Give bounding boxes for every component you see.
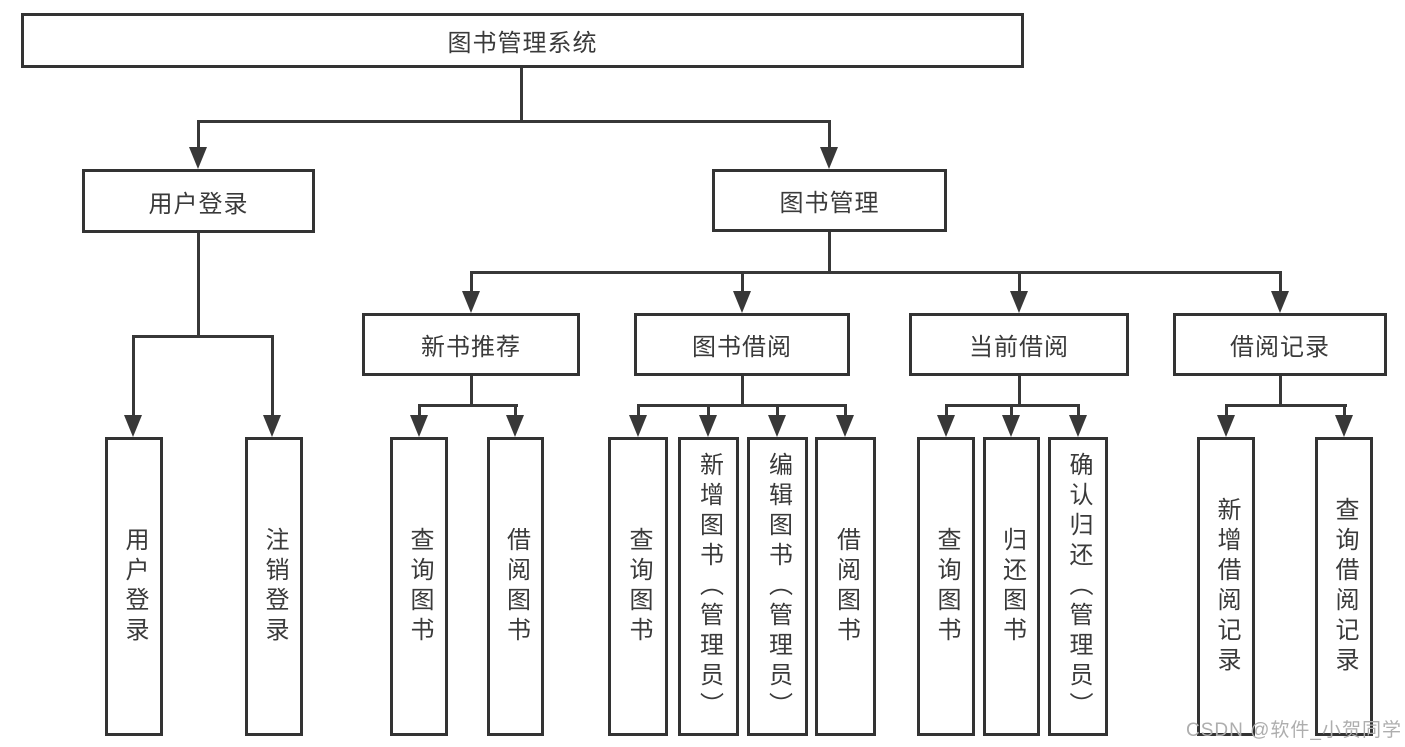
leaf-current-query-books-label: 查询图书 [933,526,960,647]
node-new-book-recommend: 新书推荐 [362,313,580,376]
connector-drop [1018,271,1021,293]
connector-drop [741,271,744,293]
leaf-newbook-query-books: 查询图书 [390,437,448,736]
connector-stem [741,376,744,407]
leaf-borrow-query-books: 查询图书 [608,437,668,736]
arrow-down-icon [836,415,854,437]
connector-userlogin-stem [197,233,200,338]
arrow-down-icon [629,415,647,437]
connector-drop [1343,404,1346,418]
connector-bar [637,404,846,407]
leaf-newbook-borrow-books-label: 借阅图书 [502,526,530,647]
leaf-logout: 注销登录 [245,437,303,736]
arrow-down-icon [506,415,524,437]
arrow-down-icon [189,147,207,169]
arrow-down-icon [1010,291,1028,313]
connector-drop [514,404,517,418]
connector-userlogin-drop [197,120,200,154]
leaf-edit-books-admin-label: 编辑图书（管理员） [764,451,792,722]
leaf-query-borrow-record-label: 查询借阅记录 [1331,496,1358,677]
arrow-down-icon [410,415,428,437]
connector-drop [707,404,710,418]
connector-userlogin-bar [132,335,274,338]
node-borrowing-records: 借阅记录 [1173,313,1387,376]
leaf-confirm-return-admin-label: 确认归还（管理员） [1065,451,1092,722]
connector-bar [1225,404,1347,407]
connector-stem [470,376,473,407]
node-book-borrowing-label: 图书借阅 [692,334,792,361]
leaf-add-books-admin: 新增图书（管理员） [678,437,739,736]
arrow-down-icon [937,415,955,437]
connector-drop [945,404,948,418]
arrow-down-icon [1002,415,1020,437]
connector-drop [1279,271,1282,293]
leaf-add-borrow-record-label: 新增借阅记录 [1213,496,1240,677]
arrow-down-icon [1271,291,1289,313]
connector-stem [1018,376,1021,407]
leaf-add-books-admin-label: 新增图书（管理员） [695,451,723,722]
leaf-add-borrow-record: 新增借阅记录 [1197,437,1255,736]
node-book-management-label: 图书管理 [779,190,880,217]
connector-root-bar [197,120,831,123]
connector-drop [1225,404,1228,418]
arrow-down-icon [820,147,838,169]
leaf-newbook-borrow-books: 借阅图书 [487,437,544,736]
arrow-down-icon [1217,415,1235,437]
node-borrowing-records-label: 借阅记录 [1230,334,1330,361]
leaf-borrow-query-books-label: 查询图书 [625,526,652,647]
leaf-query-borrow-record: 查询借阅记录 [1315,437,1373,736]
node-library-system-label: 图书管理系统 [447,30,598,57]
leaf-edit-books-admin: 编辑图书（管理员） [747,437,808,736]
connector-drop [271,335,274,417]
leaf-user-login-label: 用户登录 [121,526,148,647]
node-book-management: 图书管理 [712,169,947,232]
node-current-borrowing-label: 当前借阅 [969,334,1069,361]
arrow-down-icon [1335,415,1353,437]
arrow-down-icon [263,415,281,437]
connector-drop [418,404,421,418]
connector-bookmgmt-bar [470,271,1282,274]
leaf-current-query-books: 查询图书 [917,437,975,736]
arrow-down-icon [733,291,751,313]
arrow-down-icon [124,415,142,437]
leaf-return-books: 归还图书 [983,437,1040,736]
csdn-watermark: CSDN @软件_小贺同学 [1186,720,1402,741]
arrow-down-icon [462,291,480,313]
connector-drop [776,404,779,418]
node-library-system: 图书管理系统 [21,13,1024,68]
connector-drop [470,271,473,293]
leaf-user-login: 用户登录 [105,437,163,736]
arrow-down-icon [699,415,717,437]
arrow-down-icon [768,415,786,437]
leaf-newbook-query-books-label: 查询图书 [406,526,433,647]
node-user-login: 用户登录 [82,169,315,233]
node-new-book-recommend-label: 新书推荐 [421,334,521,361]
node-current-borrowing: 当前借阅 [909,313,1129,376]
connector-drop [1010,404,1013,418]
connector-bar [418,404,518,407]
connector-drop [1077,404,1080,418]
connector-bookmgmt-drop [828,120,831,154]
node-user-login-label: 用户登录 [148,190,249,218]
leaf-return-books-label: 归还图书 [998,526,1026,647]
connector-stem [1279,376,1282,407]
connector-bookmgmt-stem [828,232,831,274]
connector-drop [844,404,847,418]
connector-drop [637,404,640,418]
leaf-confirm-return-admin: 确认归还（管理员） [1048,437,1108,736]
leaf-borrow-books: 借阅图书 [815,437,876,736]
leaf-borrow-books-label: 借阅图书 [832,526,860,647]
node-book-borrowing: 图书借阅 [634,313,850,376]
arrow-down-icon [1069,415,1087,437]
connector-drop [132,335,135,417]
connector-root-stem [520,68,523,122]
leaf-logout-label: 注销登录 [261,526,288,647]
